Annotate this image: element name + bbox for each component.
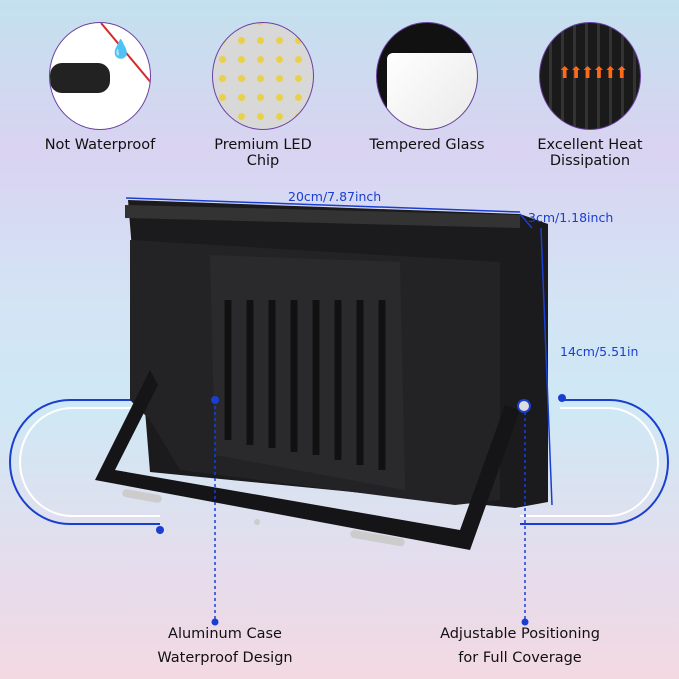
callout-line: for Full Coverage [458,650,582,666]
feature-not-waterproof: 💧 Not Waterproof [35,22,165,153]
led-chip-icon [212,22,314,130]
callout-line: Adjustable Positioning [440,626,600,642]
height-dimension: 14cm/5.51in [560,344,639,359]
callout-aluminum-case: Aluminum Case Waterproof Design [140,622,310,670]
heat-dissipation-icon: ⬆⬆⬆⬆⬆⬆ [539,22,641,130]
no-water-plug-icon: 💧 [49,22,151,130]
callout-adjustable: Adjustable Positioning for Full Coverage [425,622,615,670]
feature-heat-dissipation: ⬆⬆⬆⬆⬆⬆ Excellent Heat Dissipation [525,22,655,169]
width-dimension: 20cm/7.87inch [288,189,382,204]
feature-led-chip: Premium LED Chip [198,22,328,169]
pill-outline [9,399,669,525]
depth-dimension: 3cm/1.18inch [528,210,614,225]
callout-line: Waterproof Design [157,650,293,666]
mounting-bracket [95,370,520,550]
feature-tempered-glass: Tempered Glass [362,22,492,153]
tempered-glass-icon [376,22,478,130]
adjust-knob-icon [517,399,531,413]
callout-line: Aluminum Case [168,626,282,642]
